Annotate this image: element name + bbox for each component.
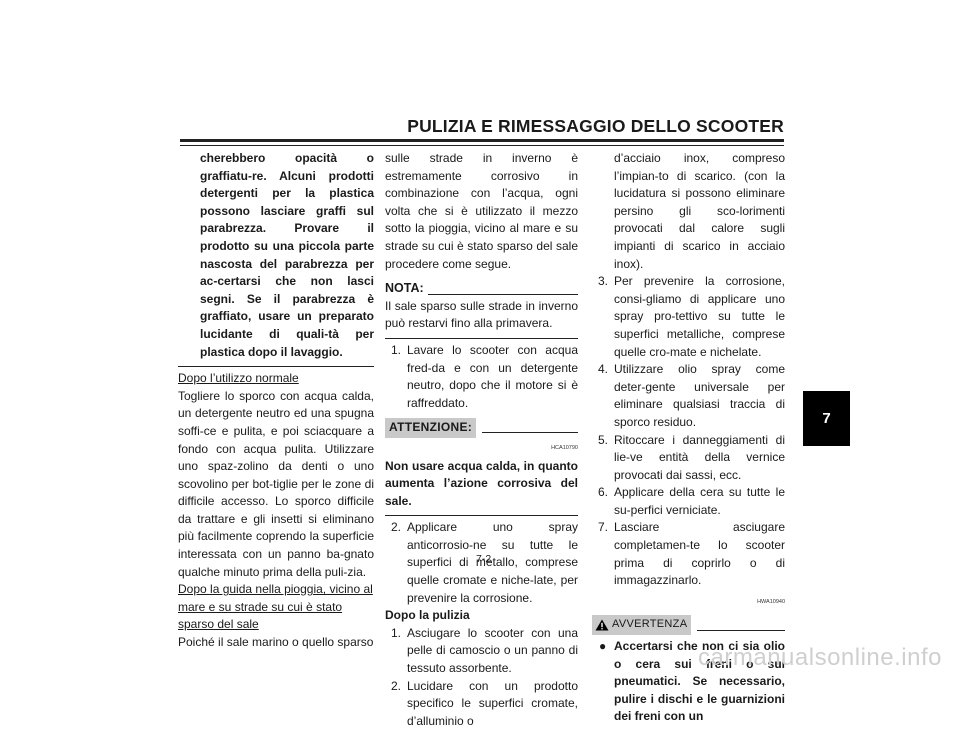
- attention-label: ATTENZIONE:: [385, 418, 477, 438]
- list-item: 7. Lasciare asciugare completamen-te lo …: [592, 519, 785, 589]
- list-item: 2. Lucidare con un prodotto specifico le…: [385, 678, 578, 730]
- list-item: 6. Applicare della cera su tutte le su-p…: [592, 484, 785, 519]
- column-2: sulle strade in inverno è estremamente c…: [385, 150, 578, 730]
- nota-text: Il sale sparso sulle strade in inverno p…: [385, 298, 578, 331]
- bullet-icon: ●: [599, 639, 607, 654]
- nota-header: NOTA:: [385, 280, 578, 298]
- heading-rain-sea-salt: Dopo la guida nella pioggia, vicino al m…: [178, 582, 373, 632]
- divider: [178, 366, 374, 368]
- column-1: cherebbero opacità o graffiatu-re. Alcun…: [178, 150, 374, 652]
- nota-label: NOTA:: [385, 281, 424, 296]
- divider: [385, 337, 578, 339]
- list-number: 2.: [391, 678, 402, 693]
- list-item: 4. Utilizzare olio spray come deter-gent…: [592, 361, 785, 431]
- list-item: 2. Applicare uno spray anticorrosio-ne s…: [385, 519, 578, 607]
- watermark: carmanualsonline.info: [698, 644, 942, 671]
- list-text-continued: d’acciaio inox, compreso l’impian-to di …: [614, 151, 785, 271]
- attention-header: ATTENZIONE:: [385, 418, 578, 438]
- heading-normal-use: Dopo l’utilizzo normale: [178, 371, 299, 386]
- warning-rule: [697, 629, 785, 631]
- list-text: Applicare uno spray anticorrosio-ne su t…: [407, 520, 578, 605]
- paragraph-salt-continued: sulle strade in inverno è estremamente c…: [385, 151, 578, 271]
- list-text: Lasciare asciugare completamen-te lo sco…: [614, 520, 785, 588]
- list-text: Ritoccare i danneggiamenti di lie-ve ent…: [614, 432, 785, 482]
- list-number: 1.: [391, 625, 402, 640]
- nota-rule: [427, 293, 578, 295]
- warning-badge: AVVERTENZA: [592, 615, 692, 636]
- page-title: PULIZIA E RIMESSAGGIO DELLO SCOOTER: [407, 116, 784, 136]
- list-text: Per prevenire la corrosione, consi-gliam…: [614, 274, 785, 359]
- list-item: 5. Ritoccare i danneggiamenti di lie-ve …: [592, 432, 785, 485]
- page-number: 7-2: [476, 553, 492, 565]
- header-rule-thin: [180, 145, 784, 146]
- list-number: 7.: [598, 520, 609, 535]
- list-number: 6.: [598, 485, 609, 500]
- list-text: Utilizzare olio spray come deter-gente u…: [614, 362, 785, 429]
- paragraph-salt-start: Poiché il sale marino o quello sparso: [178, 635, 374, 650]
- list-item: 1. Lavare lo scooter con acqua fred-da e…: [385, 342, 578, 412]
- list-text: Applicare della cera su tutte le su-perf…: [614, 485, 785, 517]
- attention-text: Non usare acqua calda, in quanto aumenta…: [385, 458, 578, 508]
- header-rule-thick: [180, 139, 784, 142]
- warning-header: AVVERTENZA: [592, 615, 785, 636]
- list-item: 1. Asciugare lo scooter con una pelle di…: [385, 625, 578, 678]
- after-cleaning-list-continued: 3. Per prevenire la corrosione, consi-gl…: [592, 273, 785, 590]
- list-number: 4.: [598, 362, 609, 377]
- list-item: 3. Per prevenire la corrosione, consi-gl…: [592, 273, 785, 361]
- divider: [385, 515, 578, 517]
- paragraph-normal-use: Togliere lo sporco con acqua calda, un d…: [178, 388, 374, 579]
- list-number: 1.: [391, 342, 402, 357]
- after-cleaning-list: 1. Asciugare lo scooter con una pelle di…: [385, 625, 578, 730]
- list-text: Lucidare con un prodotto specifico le su…: [407, 678, 578, 728]
- list-text: Asciugare lo scooter con una pelle di ca…: [407, 625, 578, 676]
- salt-steps-list: 1. Lavare lo scooter con acqua fred-da e…: [385, 342, 578, 412]
- list-text: Lavare lo scooter con acqua fred-da e co…: [407, 342, 578, 410]
- list-number: 2.: [391, 520, 402, 535]
- attention-code: HCA10790: [551, 444, 578, 451]
- chapter-tab: 7: [803, 391, 850, 446]
- column-3: d’acciaio inox, compreso l’impian-to di …: [592, 150, 785, 726]
- warning-label: AVVERTENZA: [612, 618, 688, 631]
- windshield-caution-text: cherebbero opacità o graffiatu-re. Alcun…: [200, 151, 374, 359]
- warning-triangle-icon: [595, 619, 609, 631]
- warning-code: HWA10940: [757, 598, 785, 605]
- attention-rule: [482, 431, 578, 433]
- salt-steps-list-2: 2. Applicare uno spray anticorrosio-ne s…: [385, 519, 578, 607]
- heading-after-cleaning: Dopo la pulizia: [385, 608, 470, 623]
- list-number: 3.: [598, 274, 609, 289]
- list-number: 5.: [598, 432, 609, 447]
